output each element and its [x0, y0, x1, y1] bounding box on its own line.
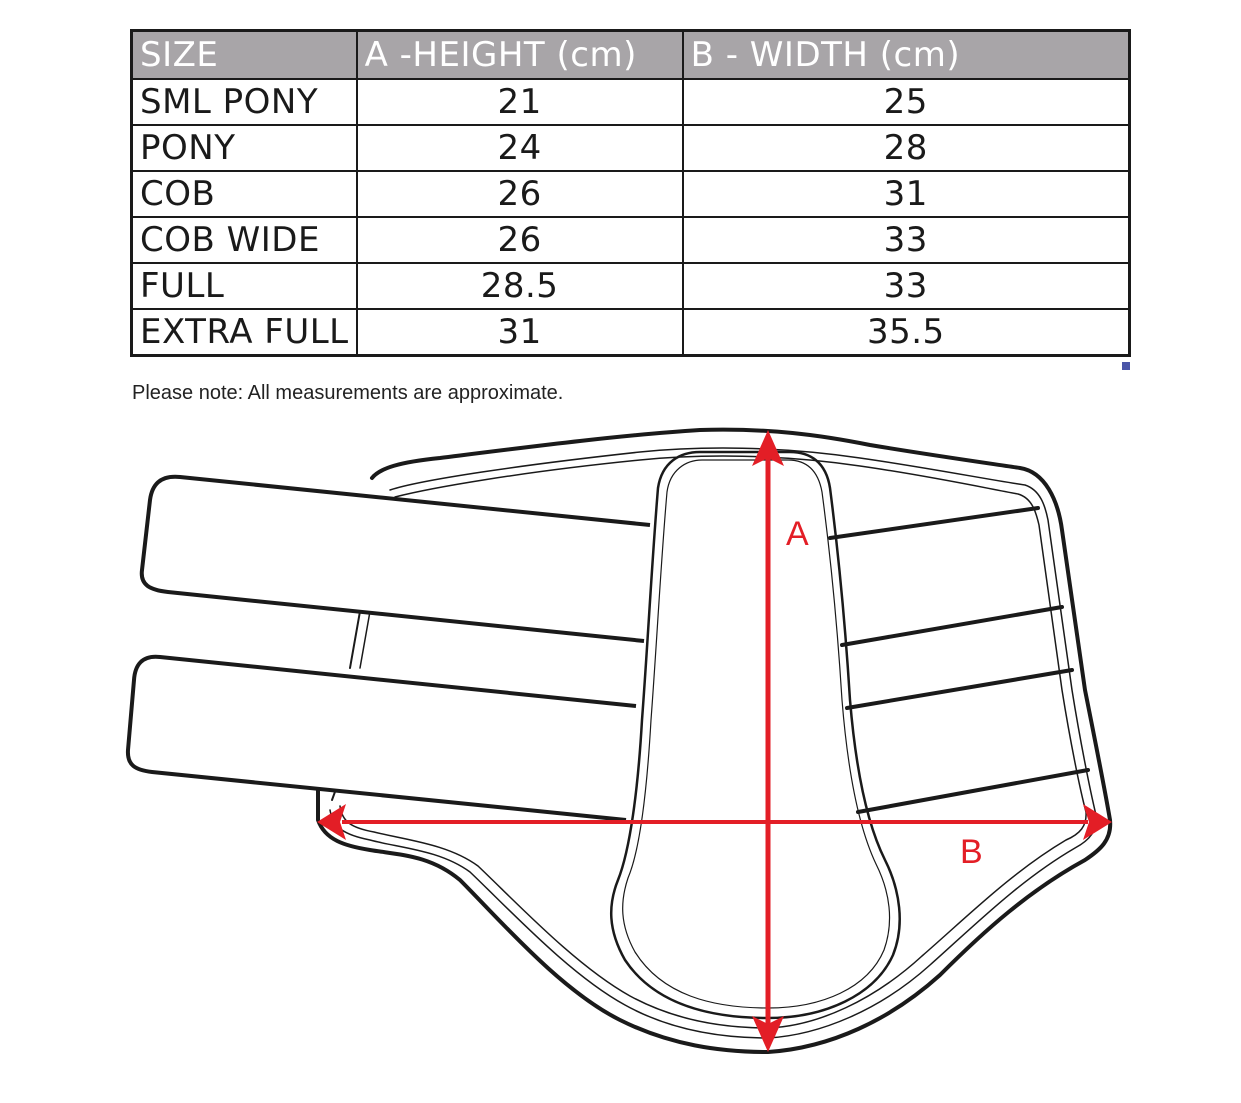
- size-chart-table: SIZE A -HEIGHT (cm) B - WIDTH (cm) SML P…: [130, 29, 1131, 357]
- size-cell: COB WIDE: [130, 216, 358, 264]
- left-straps-icon: [125, 474, 651, 822]
- size-cell: SML PONY: [130, 78, 358, 126]
- size-cell: PONY: [130, 124, 358, 172]
- height-cell: 26: [355, 170, 684, 218]
- size-cell: EXTRA FULL: [130, 308, 358, 357]
- right-strap-lines-icon: [828, 506, 1090, 814]
- table-row: EXTRA FULL 31 35.5: [130, 308, 1131, 357]
- height-cell: 26: [355, 216, 684, 264]
- height-cell: 28.5: [355, 262, 684, 310]
- boot-outline-icon: [316, 427, 1113, 1054]
- width-cell: 25: [681, 78, 1131, 126]
- size-cell: FULL: [130, 262, 358, 310]
- table-row: SML PONY 21 25: [130, 78, 1131, 126]
- measurement-note: Please note: All measurements are approx…: [132, 382, 564, 404]
- header-height: A -HEIGHT (cm): [355, 29, 684, 80]
- height-cell: 31: [355, 308, 684, 357]
- width-cell: 33: [681, 216, 1131, 264]
- table-row: PONY 24 28: [130, 124, 1131, 172]
- width-cell: 33: [681, 262, 1131, 310]
- height-arrow-a-icon: [752, 430, 784, 1052]
- header-size: SIZE: [130, 29, 358, 80]
- table-row: COB WIDE 26 33: [130, 216, 1131, 264]
- width-arrow-b-icon: [317, 804, 1112, 840]
- table-resize-handle-icon: [1122, 362, 1130, 370]
- header-width: B - WIDTH (cm): [681, 29, 1131, 80]
- table-row: COB 26 31: [130, 170, 1131, 218]
- table-row: FULL 28.5 33: [130, 262, 1131, 310]
- label-b: B: [960, 833, 983, 871]
- height-cell: 24: [355, 124, 684, 172]
- width-cell: 28: [681, 124, 1131, 172]
- table-header-row: SIZE A -HEIGHT (cm) B - WIDTH (cm): [130, 29, 1131, 80]
- height-cell: 21: [355, 78, 684, 126]
- label-a: A: [786, 515, 809, 553]
- width-cell: 35.5: [681, 308, 1131, 357]
- width-cell: 31: [681, 170, 1131, 218]
- size-cell: COB: [130, 170, 358, 218]
